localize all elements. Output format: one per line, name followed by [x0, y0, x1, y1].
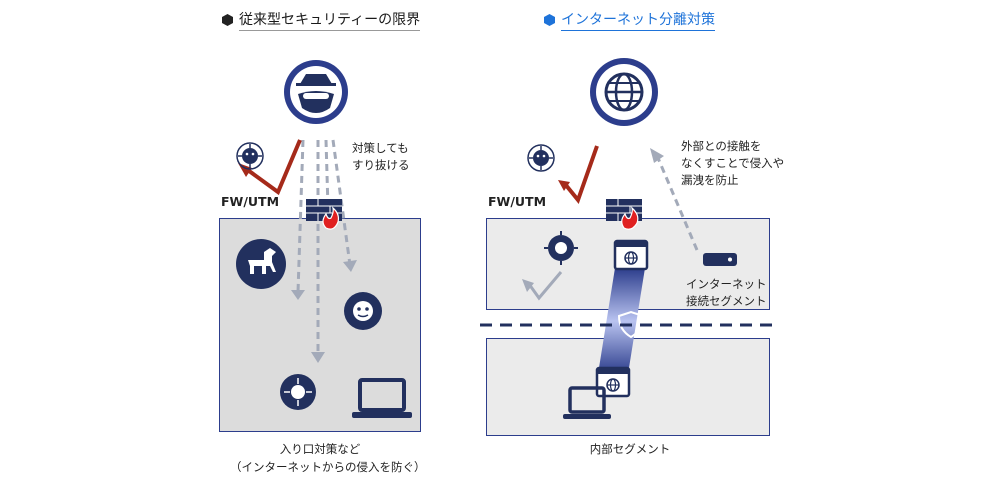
trojan-horse-icon	[236, 239, 286, 289]
right-title[interactable]: インターネット分離対策	[544, 9, 715, 31]
left-fw-label: FW/UTM	[221, 194, 280, 209]
hacker-icon	[284, 60, 348, 124]
left-note: 対策しても すり抜ける	[352, 140, 410, 174]
check-icon	[243, 139, 302, 196]
browser-icon	[613, 239, 649, 271]
right-note-line2: なくすことで侵入や	[681, 156, 785, 170]
left-caption-line2: （インターネットからの侵入を防ぐ）	[230, 460, 426, 474]
server-icon	[703, 253, 737, 266]
left-title: 従来型セキュリティーの限界	[222, 9, 421, 31]
internet-segment-label: インターネット 接続セグメント	[686, 276, 767, 310]
fire-icon	[621, 206, 639, 230]
right-caption: 内部セグメント	[589, 442, 671, 456]
arrowhead-3	[343, 260, 357, 272]
virus-icon	[527, 144, 555, 172]
check-arrowhead-gray	[522, 279, 534, 292]
left-note-line2: すり抜ける	[352, 158, 410, 172]
left-caption: 入り口対策など （インターネットからの侵入を防ぐ）	[230, 440, 426, 476]
laptop-icon	[352, 378, 412, 418]
laptop-icon	[563, 386, 611, 419]
right-note: 外部との接触を なくすことで侵入や 漏洩を防止	[681, 138, 784, 189]
segment-label-line1: インターネット	[686, 277, 767, 291]
right-note-line1: 外部との接触を	[681, 139, 762, 153]
leak-arrow-4	[324, 139, 330, 209]
arrowhead-1	[291, 290, 305, 300]
virus-icon	[544, 231, 578, 265]
virus-icon	[344, 292, 382, 330]
hexagon-bullet-icon	[222, 14, 233, 26]
segment-label-line2: 接続セグメント	[686, 294, 767, 308]
fire-icon	[322, 206, 340, 230]
check-arrowhead	[558, 180, 570, 191]
left-note-line1: 対策しても	[352, 141, 409, 155]
leak-arrows	[296, 139, 352, 355]
right-title-link[interactable]: インターネット分離対策	[561, 9, 715, 31]
arrowhead-2	[311, 352, 325, 363]
isolation-beam	[598, 268, 645, 374]
check-icon-gray	[527, 271, 563, 301]
browser-icon	[595, 366, 631, 398]
globe-icon	[590, 58, 658, 126]
virus-icon	[236, 142, 264, 170]
check-icon	[563, 145, 599, 205]
hexagon-bullet-icon	[544, 14, 555, 26]
bacteria-icon	[280, 374, 316, 410]
right-note-line3: 漏洩を防止	[681, 173, 739, 187]
blocked-arrow	[656, 157, 699, 251]
leak-arrow-1	[296, 139, 305, 293]
blocked-arrowhead	[650, 148, 664, 163]
left-title-text: 従来型セキュリティーの限界	[239, 9, 421, 31]
left-caption-line1: 入り口対策など	[279, 442, 361, 456]
right-fw-label: FW/UTM	[488, 194, 547, 209]
